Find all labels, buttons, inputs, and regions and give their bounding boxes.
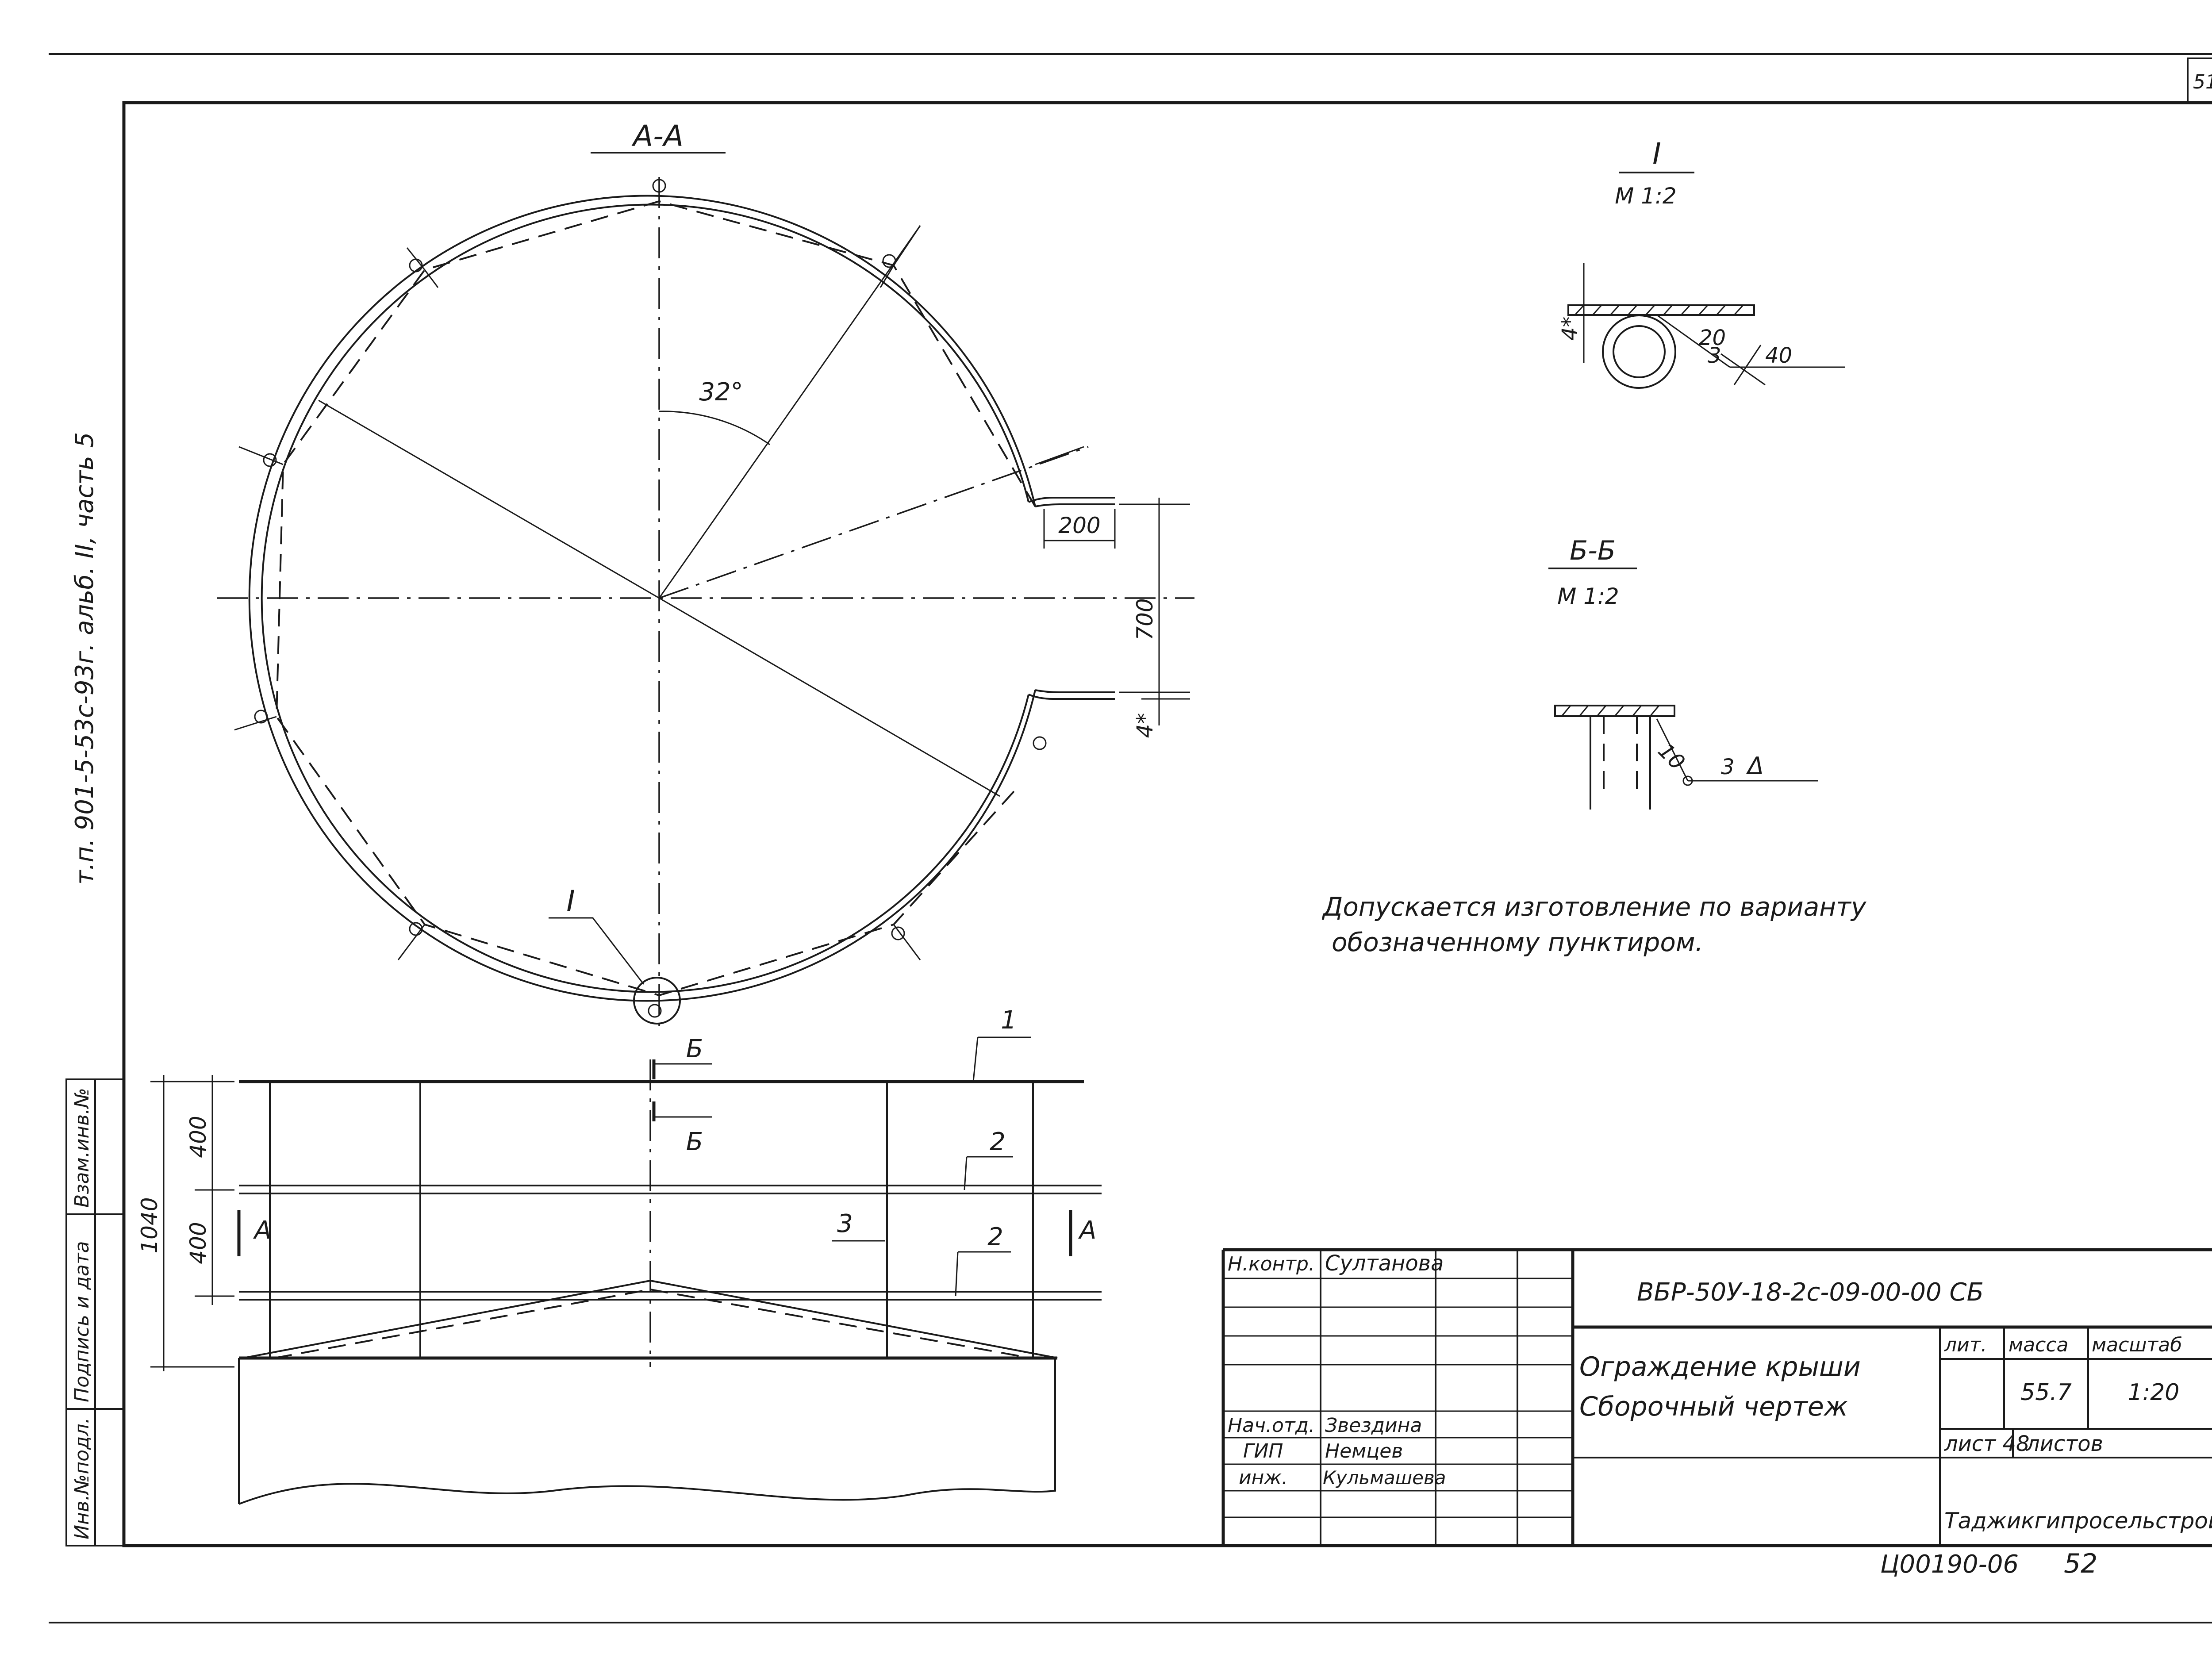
section-bb: Б-Б М 1:2 10 3 Δ	[1548, 535, 1818, 810]
bottom-code: Ц00190-06	[1880, 1550, 2019, 1579]
ray-right	[659, 446, 1089, 599]
weld-4: 4*	[1558, 316, 1582, 341]
weld-20: 20	[1699, 326, 1726, 350]
tb-mass-value: 55.7	[2020, 1379, 2072, 1406]
sheet-number: 51	[2193, 71, 2212, 93]
cut-b-bottom: Б	[686, 1128, 703, 1156]
callout-3: 3	[837, 1209, 853, 1238]
dim-4: 4*	[1132, 713, 1158, 738]
strip-replace-label: Взам.инв.№	[71, 1088, 93, 1208]
tb-role-1: Н.контр.	[1228, 1253, 1315, 1275]
ring-end-top-inner	[1028, 497, 1115, 503]
detail-i-circle	[633, 977, 681, 1025]
drawing-frame	[122, 101, 2212, 1547]
tb-name-3: Немцев	[1325, 1440, 1403, 1462]
weld-10: 10	[1653, 738, 1690, 775]
ray-lower-right	[659, 597, 1000, 797]
ring-outer	[248, 195, 1036, 1002]
front-view: Б Б А А 1 2 2 3 400 400 1040	[137, 1006, 1102, 1505]
weld-n3: 3	[1708, 343, 1721, 368]
title-block: Н.контр. Султанова Нач.отд. Звездина ГИП…	[1221, 1248, 2212, 1546]
cut-a-left: А	[253, 1216, 271, 1245]
bottom-number: 52	[2064, 1548, 2097, 1579]
plan-view: А-А 32°	[217, 119, 1194, 1031]
angle-arc	[659, 411, 770, 445]
dim-200: 200	[1058, 513, 1100, 538]
tb-name-2: Звездина	[1325, 1414, 1422, 1437]
left-strip: Инв.№подл. Подпись и дата Взам.инв.№	[65, 1078, 125, 1546]
tb-name-4: Кульмашева	[1323, 1467, 1446, 1489]
tb-role-3: ГИП	[1243, 1440, 1283, 1462]
callout-2b: 2	[987, 1223, 1003, 1251]
section-aa-title: А-А	[631, 119, 684, 153]
weld-n3-b: 3	[1721, 755, 1735, 779]
weld-delta: Δ	[1746, 752, 1764, 780]
section-bb-title: Б-Б	[1570, 535, 1616, 566]
tb-doc-code: ВБР-50У-18-2с-09-00-00 СБ	[1637, 1278, 1984, 1307]
callout-1: 1	[1001, 1006, 1017, 1035]
tb-role-4: инж.	[1239, 1466, 1288, 1489]
tb-title-line2: Сборочный чертеж	[1579, 1391, 1848, 1422]
dim-400-top: 400	[185, 1116, 211, 1158]
ring-end-bottom-outer	[1035, 689, 1115, 693]
tb-name-1: Султанова	[1325, 1251, 1444, 1276]
ray-32	[658, 225, 921, 599]
side-label: т.п. 901-5-53с-93г. альб. II, часть 5	[70, 432, 99, 885]
dim-700: 700	[1132, 598, 1158, 640]
dashed-polygon-variant	[275, 200, 1036, 997]
cut-b-top: Б	[686, 1035, 703, 1063]
tb-scale-value: 1:20	[2128, 1379, 2180, 1406]
callout-2a: 2	[990, 1128, 1006, 1156]
strip-signature-label: Подпись и дата	[71, 1241, 93, 1402]
strip-inv-label: Инв.№подл.	[71, 1417, 93, 1539]
ray-upper-left	[318, 399, 660, 599]
detail-i-title: I	[1652, 137, 1661, 171]
dim-1040: 1040	[137, 1197, 162, 1253]
tb-org: Таджикгипросельстрой	[1944, 1508, 2212, 1534]
cut-a-right: А	[1078, 1216, 1096, 1245]
dim-400-bottom: 400	[185, 1222, 211, 1264]
tb-sheet-label: лист 48	[1944, 1431, 2030, 1456]
sheet-number-box	[2187, 58, 2212, 104]
tb-scale-label: масштаб	[2092, 1334, 2182, 1356]
tb-title-line1: Ограждение крыши	[1579, 1351, 1861, 1382]
note-line-1: Допускается изготовление по варианту	[1321, 892, 1866, 922]
ring-end-bottom-inner	[1028, 694, 1115, 700]
tb-sheets-label: листов	[2026, 1431, 2103, 1456]
ring-end-top-outer	[1035, 503, 1115, 507]
note-line-2: обозначенному пунктиром.	[1332, 927, 1703, 957]
tb-role-2: Нач.отд.	[1228, 1414, 1315, 1437]
detail-i-marker: I	[566, 884, 575, 918]
section-bb-scale: М 1:2	[1557, 583, 1619, 609]
tb-lit-label: лит.	[1944, 1334, 1987, 1356]
angle-label: 32°	[699, 378, 743, 407]
detail-i-scale: М 1:2	[1615, 183, 1677, 209]
weld-40: 40	[1765, 343, 1792, 368]
detail-i: I М 1:2 4* 20 3 40	[1558, 137, 1845, 389]
ring-inner	[261, 203, 1029, 993]
tb-mass-label: масса	[2008, 1334, 2069, 1356]
